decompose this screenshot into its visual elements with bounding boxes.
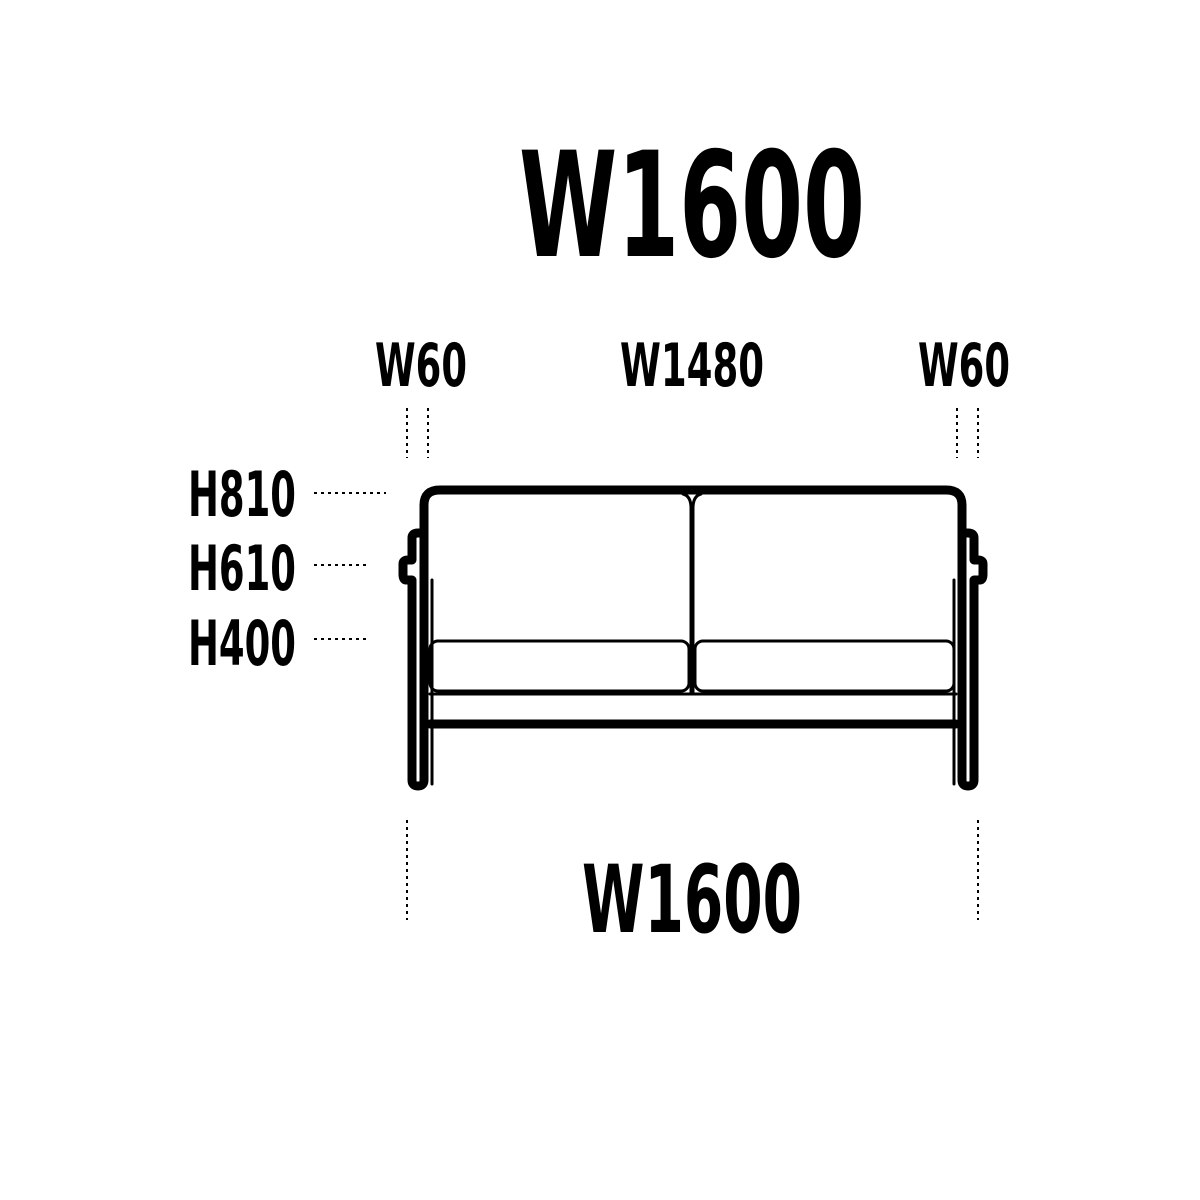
back-cushion-divider	[681, 492, 703, 694]
seat-cushion-left	[428, 639, 691, 693]
arm-width-guides	[406, 408, 979, 458]
seat-height-label: H400	[188, 607, 296, 680]
height-guides	[314, 492, 386, 640]
arm-height-label: H610	[188, 532, 296, 605]
arm-right-width-label: W60	[918, 331, 1010, 401]
overall-width-guides	[406, 820, 979, 920]
left-arm-leg	[398, 528, 429, 791]
total-width-bottom-label: W1600	[582, 846, 802, 955]
arm-left-width-label: W60	[375, 331, 467, 401]
seat-width-label: W1480	[620, 331, 764, 401]
seat-cushion-right	[693, 639, 956, 693]
back-height-label: H810	[188, 458, 296, 531]
total-width-top-label: W1600	[519, 121, 865, 291]
sofa-illustration	[398, 485, 988, 791]
sofa-back-frame	[419, 485, 967, 585]
right-arm-leg	[957, 528, 988, 791]
